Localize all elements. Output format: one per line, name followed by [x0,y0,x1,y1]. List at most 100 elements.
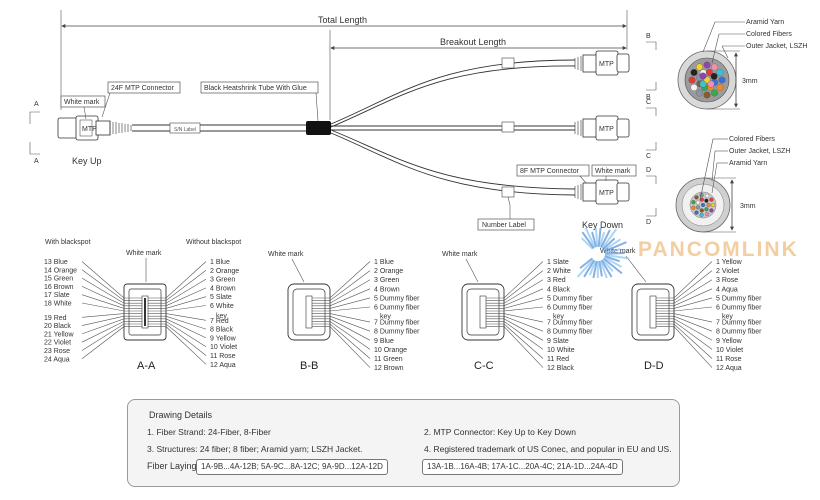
svg-text:White mark: White mark [442,251,478,258]
fiber-dot [704,207,709,212]
logo-ray [592,260,598,278]
fiber-laying-label: Fiber Laying: [147,461,200,471]
leg-b-label-sleeve [501,57,515,69]
logo-ray [603,258,623,274]
pinout-fiber-label: 10 Violet [210,344,237,351]
fiber-dot [691,200,696,205]
fiber-dot [716,84,724,91]
logo-ray [599,231,605,248]
svg-text:Aramid Yarn: Aramid Yarn [746,19,784,26]
pinout-fiber-label: 8 Dummy fiber [716,329,762,336]
fiber-dot [691,205,696,210]
fiber-dot [690,84,698,91]
svg-text:Colored Fibers: Colored Fibers [746,31,792,38]
logo-ray [594,228,599,247]
total-length-label: Total Length [318,15,367,25]
caption-cc: C-C [474,360,494,372]
pinout-fiber-label: 3 Green [374,277,399,284]
mtp8-connector-b: MTP [574,50,630,76]
fiber-dot [695,200,701,205]
pinout-fiber-label: 24 Aqua [44,356,70,363]
pinout-fiber-label: 20 Black [44,323,71,330]
pinout-aa: With blackspot Without blackspot White m… [44,239,241,372]
pinout-fiber-label: 13 Blue [44,259,68,266]
svg-text:MTP: MTP [599,126,614,133]
fiber-dot [700,202,706,208]
fiber-dot [690,69,698,76]
details-title: Drawing Details [149,410,213,420]
svg-text:With blackspot: With blackspot [45,239,91,246]
pinout-fiber-label: 14 Orange [44,267,77,274]
logo-ray [599,260,608,278]
svg-text:Colored Fibers: Colored Fibers [729,136,775,143]
key-note: key [216,313,227,320]
pinout-fiber-label: 5 Slate [210,294,232,301]
key-down-label: Key Down [582,220,623,230]
pinout-fiber-label: 12 Black [547,365,574,372]
svg-text:3mm: 3mm [742,78,758,85]
fiber-dot [703,76,711,84]
pinout-fiber-label: 1 Yellow [716,259,743,266]
pinout-fiber-label: 10 White [547,347,575,354]
svg-text:Number Label: Number Label [482,222,526,229]
fiber-dot [709,197,714,202]
logo-ray [603,238,621,251]
leg-c-label-sleeve [501,121,515,133]
pinout-fiber-label: 9 Blue [374,338,394,345]
caption-dd: D-D [644,360,664,372]
pinout-fiber-label: 3 Red [547,277,566,284]
logo-ray [581,237,594,250]
pinout-fiber-label: 4 Black [547,286,570,293]
mtp24-connector: MTP [57,115,132,141]
fiber-dot [705,193,710,198]
pinout-fiber-label: 6 White [210,303,234,310]
fiber-dot [711,63,718,71]
svg-text:Outer Jacket, LSZH: Outer Jacket, LSZH [729,148,790,155]
key-note: key [722,314,733,321]
fiber-dot [709,208,714,213]
pinout-fiber-label: 6 Dummy fiber [547,305,593,312]
pinout-fiber-label: 23 Rose [44,348,70,355]
svg-text:A: A [34,101,39,108]
fiber-dot [706,202,711,208]
caption-aa: A-A [137,360,156,372]
pinout-fiber-label: 6 Dummy fiber [374,305,420,312]
pinout-fiber-label: 2 Orange [374,268,403,275]
svg-text:White mark: White mark [64,99,100,106]
section-c-marker: C C [646,99,657,160]
fiber-dot [699,208,704,213]
fiber-dot [694,210,699,215]
details-item-1: 1. Fiber Strand: 24-Fiber, 8-Fiber [147,427,271,437]
pinout-fiber-label: 12 Brown [374,365,404,372]
fiber-dot [696,63,703,71]
logo-ray [577,259,594,278]
pinout-fiber-label: 4 Brown [374,286,400,293]
sn-label: S/N Label [174,127,196,133]
logo-ray [604,248,621,254]
pancomlink-logo: PANCOMLINK [560,228,820,278]
fiber-dot [718,76,726,84]
breakout-legs [330,59,576,196]
pinout-fiber-label: 12 Aqua [716,365,742,372]
mtp-logo-left: MTP [82,126,97,133]
pinout-fiber-label: 4 Brown [210,285,236,292]
pinout-fiber-label: 11 Green [374,356,403,363]
pinout-fiber-label: 11 Rose [716,356,742,363]
section-b-marker: B B [646,33,657,101]
pinout-fiber-label: 15 Green [44,276,73,283]
svg-text:Black Heatshrink Tube With Glu: Black Heatshrink Tube With Glue [204,85,307,92]
cross-section-8f: Colored Fibers Outer Jacket, LSZH Aramid… [675,136,790,233]
fiber-dot [710,202,716,208]
svg-text:White mark: White mark [126,250,162,257]
pinout-fiber-label: 11 Red [547,356,569,363]
details-item-3: 3. Structures: 24 fiber; 8 fiber; Aramid… [147,444,363,454]
pinout-fiber-label: 7 Dummy fiber [547,320,593,327]
pinout-fiber-label: 7 Dummy fiber [716,320,762,327]
total-length-dimension: Total Length [60,10,628,110]
logo-ray [604,254,629,260]
svg-text:MTP: MTP [599,190,614,197]
svg-text:White mark: White mark [600,248,636,255]
svg-text:B: B [646,94,651,101]
